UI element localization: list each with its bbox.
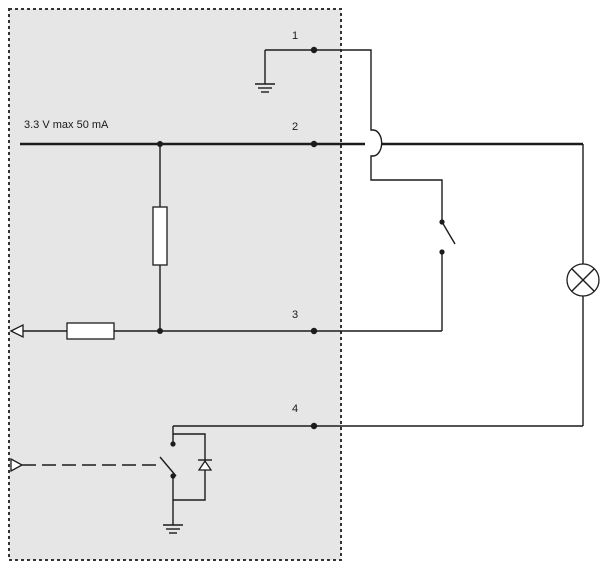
- pin-1-label: 1: [292, 30, 298, 42]
- diode-icon: [197, 459, 213, 471]
- resistor-icon: [66, 322, 115, 340]
- junction-dot: [157, 328, 163, 334]
- module-region: [8, 8, 342, 561]
- resistor-icon: [152, 206, 168, 266]
- pin-3-terminal: [310, 327, 318, 335]
- pin-2-net: 3.3 V max 50 mA 2: [20, 119, 584, 264]
- pin-2-terminal: [310, 140, 318, 148]
- supply-label: 3.3 V max 50 mA: [24, 119, 109, 131]
- pin-1-terminal: [310, 46, 318, 54]
- pin-4-label: 4: [292, 403, 298, 415]
- pin-2-label: 2: [292, 121, 298, 133]
- wire-crossover: [372, 129, 383, 157]
- arrow-icon: [10, 457, 24, 473]
- lamp-icon: [566, 263, 600, 297]
- ground-icon: [163, 524, 183, 534]
- ground-icon: [255, 50, 275, 93]
- pin-3-label: 3: [292, 309, 298, 321]
- pin-4-terminal: [310, 422, 318, 430]
- pullup-resistor-branch: [152, 144, 168, 331]
- pin-4-net: 4: [10, 296, 584, 534]
- switch-icon: [439, 219, 456, 255]
- arrow-icon: [9, 323, 24, 339]
- pin-3-net: 3: [9, 252, 443, 340]
